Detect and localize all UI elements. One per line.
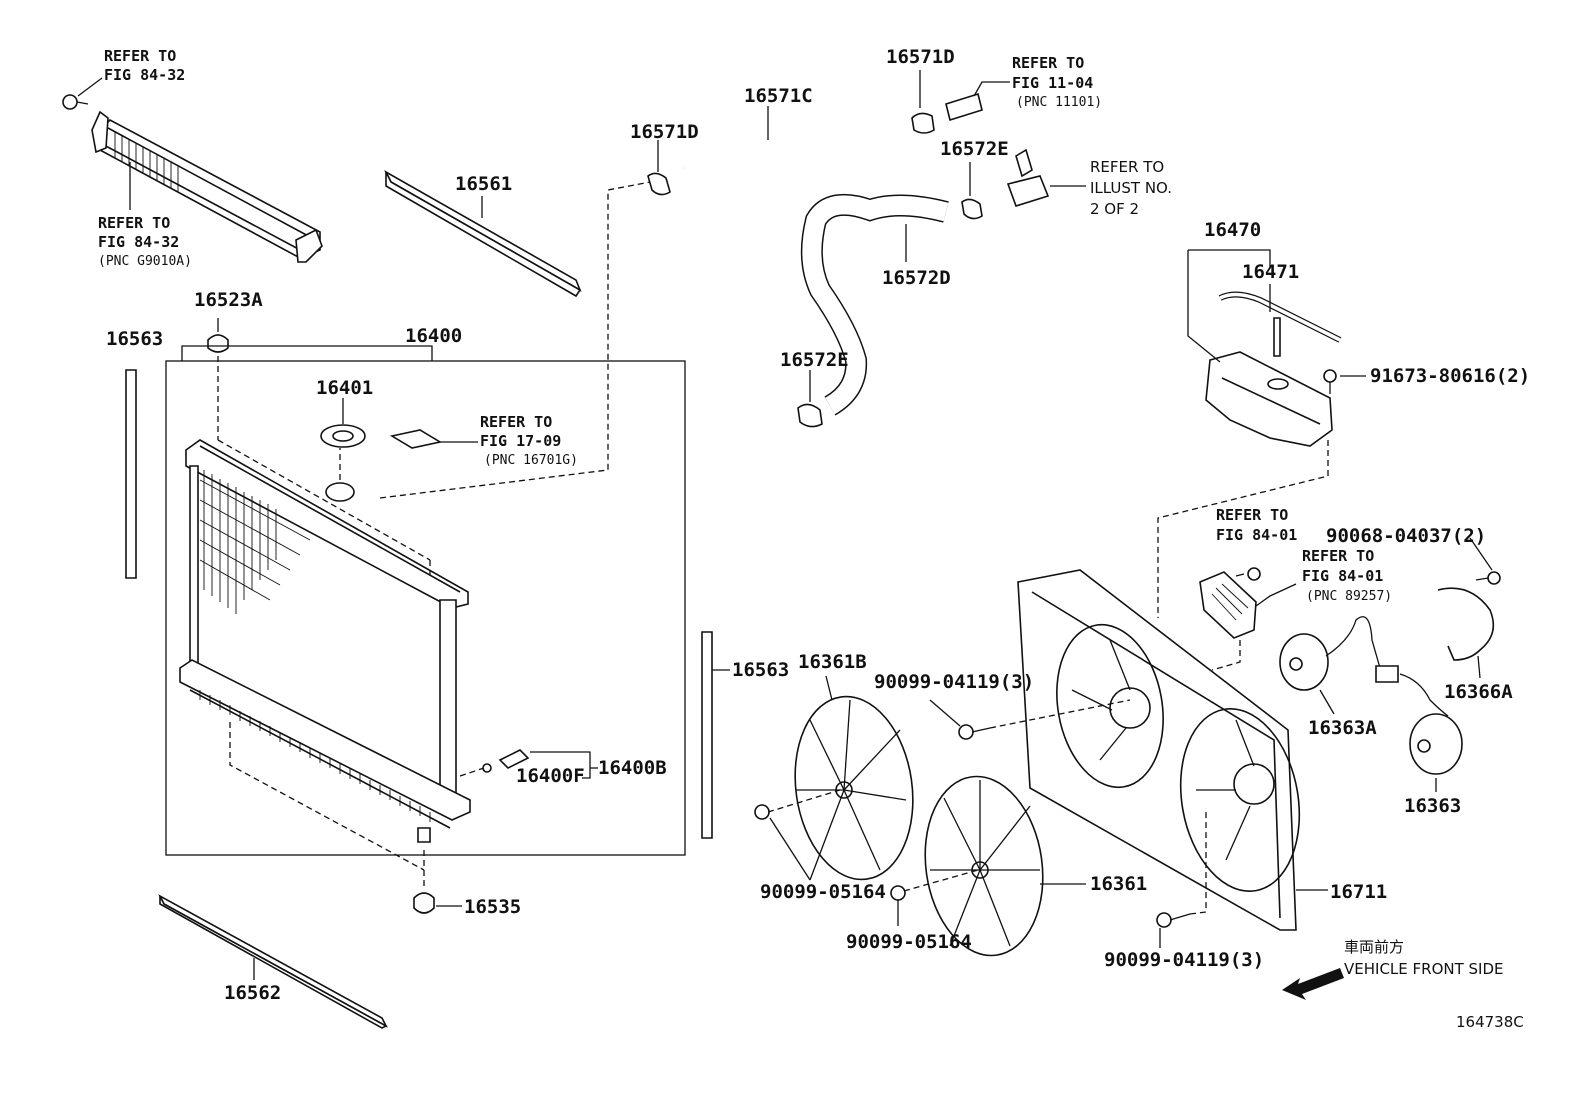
label-16400[interactable]: 16400 <box>405 325 462 347</box>
direction-english: VEHICLE FRONT SIDE <box>1344 960 1504 978</box>
ref-line-1: REFER TO <box>480 413 552 431</box>
fan-16361B <box>794 675 914 881</box>
seal-16563-left <box>125 369 137 579</box>
ref-line-1: REFER TO <box>1012 54 1084 72</box>
fan-controller <box>1199 567 1297 671</box>
fan-16361 <box>924 775 1086 957</box>
bolt-91673 <box>1323 369 1366 394</box>
ref-line-3: (PNC 89257) <box>1306 589 1392 604</box>
label-16400B[interactable]: 16400B <box>598 757 667 779</box>
vehicle-front-indicator: 車両前方 VEHICLE FRONT SIDE <box>1282 938 1504 1000</box>
label-16401[interactable]: 16401 <box>316 377 373 399</box>
label-16562[interactable]: 16562 <box>224 982 281 1004</box>
motor-16363 <box>1399 673 1463 792</box>
nut-90099-05164-left <box>754 789 841 881</box>
wire-harness-16366A <box>1437 587 1495 679</box>
ref-line-3: 2 OF 2 <box>1090 200 1139 218</box>
label-91673[interactable]: 91673-80616(2) <box>1370 365 1530 387</box>
label-16471[interactable]: 16471 <box>1242 261 1299 283</box>
label-16523A[interactable]: 16523A <box>194 289 263 311</box>
refer-fig-84-32-top[interactable]: REFER TO FIG 84-32 <box>77 47 185 97</box>
label-16561[interactable]: 16561 <box>455 173 512 195</box>
label-16470[interactable]: 16470 <box>1204 219 1261 241</box>
ref-line-2: FIG 84-01 <box>1302 567 1383 585</box>
label-16572D[interactable]: 16572D <box>882 267 951 289</box>
ref-line-1: REFER TO <box>104 47 176 65</box>
label-16572E-bottom[interactable]: 16572E <box>780 349 849 371</box>
label-90068-04037[interactable]: 90068-04037(2) <box>1326 525 1486 547</box>
ref-line-1: REFER TO <box>1302 547 1374 565</box>
label-16535[interactable]: 16535 <box>464 896 521 918</box>
inlet-fitting <box>1006 148 1086 207</box>
clamp-16572E-bottom <box>797 370 823 428</box>
ref-line-2: FIG 84-32 <box>98 233 179 251</box>
label-16361B[interactable]: 16361B <box>798 651 867 673</box>
cushion-16535 <box>413 892 462 914</box>
ref-line-1: REFER TO <box>1090 158 1164 176</box>
label-16363[interactable]: 16363 <box>1404 795 1461 817</box>
hose-16471 <box>1218 284 1342 357</box>
radiator-assembly-box <box>165 345 686 856</box>
diagram-id: 164738C <box>1456 1013 1524 1031</box>
ref-line-2: FIG 17-09 <box>480 432 561 450</box>
ref-line-2: ILLUST NO. <box>1090 179 1172 197</box>
label-16571C[interactable]: 16571C <box>744 85 813 107</box>
refer-illust-2-of-2[interactable]: REFER TO ILLUST NO. 2 OF 2 <box>1090 158 1172 218</box>
ref-line-1: REFER TO <box>1216 506 1288 524</box>
bolt-90099-04119-top <box>929 699 1131 740</box>
ref-line-2: FIG 11-04 <box>1012 74 1093 92</box>
label-16400F[interactable]: 16400F <box>516 765 585 787</box>
refer-fig-84-32-bottom[interactable]: REFER TO FIG 84-32 (PNC G9010A) <box>98 162 192 269</box>
condenser-part <box>62 94 323 263</box>
seal-16561 <box>384 170 582 298</box>
refer-fig-84-01-a[interactable]: REFER TO FIG 84-01 <box>1216 506 1297 544</box>
label-16711[interactable]: 16711 <box>1330 881 1387 903</box>
seal-16563-right <box>701 631 730 839</box>
drain-cock-16400B <box>459 749 598 779</box>
clamp-16572E-top <box>961 162 983 220</box>
ref-line-3: (PNC G9010A) <box>98 254 192 269</box>
hose-route-upper <box>379 181 651 499</box>
label-90099-05164-left[interactable]: 90099-05164 <box>760 881 886 903</box>
refer-fig-84-01-b[interactable]: REFER TO FIG 84-01 (PNC 89257) <box>1302 547 1392 604</box>
label-16571D-left[interactable]: 16571D <box>630 121 699 143</box>
reservoir-tank-16470 <box>1157 249 1333 618</box>
nut-90099-05164-mid <box>890 869 979 926</box>
cushion-16523A <box>207 318 229 440</box>
label-16361[interactable]: 16361 <box>1090 873 1147 895</box>
label-90099-04119-top[interactable]: 90099-04119(3) <box>874 671 1034 693</box>
label-16572E-top[interactable]: 16572E <box>940 138 1009 160</box>
clamp-16571D-top <box>911 70 983 134</box>
fan-shroud-16711 <box>1017 569 1328 931</box>
refer-fig-11-04[interactable]: REFER TO FIG 11-04 (PNC 11101) <box>973 54 1102 110</box>
ref-line-2: FIG 84-32 <box>104 66 185 84</box>
label-16571D-top[interactable]: 16571D <box>886 46 955 68</box>
arrow-left-icon <box>1282 968 1344 1000</box>
hose-16571C <box>678 106 896 175</box>
label-16563-left[interactable]: 16563 <box>106 328 163 350</box>
hose-16572D <box>800 193 949 416</box>
radiator-core <box>179 439 471 890</box>
label-16363A[interactable]: 16363A <box>1308 717 1377 739</box>
label-16563-right[interactable]: 16563 <box>732 659 789 681</box>
direction-japanese: 車両前方 <box>1344 938 1404 956</box>
ref-line-2: FIG 84-01 <box>1216 526 1297 544</box>
ref-line-3: (PNC 11101) <box>1016 95 1102 110</box>
label-16366A[interactable]: 16366A <box>1444 681 1513 703</box>
label-90099-04119-bottom[interactable]: 90099-04119(3) <box>1104 949 1264 971</box>
refer-fig-17-09[interactable]: REFER TO FIG 17-09 (PNC 16701G) <box>480 413 578 468</box>
label-90099-05164-mid[interactable]: 90099-05164 <box>846 931 972 953</box>
ref-line-1: REFER TO <box>98 214 170 232</box>
ref-line-3: (PNC 16701G) <box>484 453 578 468</box>
clamp-16571D-left <box>647 140 671 196</box>
radiator-cap-16401 <box>320 398 478 470</box>
bolt-90068-04037 <box>1469 537 1501 585</box>
motor-16363A <box>1279 616 1399 715</box>
seal-16562 <box>158 894 388 1029</box>
bolt-90099-04119-bottom <box>1156 808 1207 948</box>
